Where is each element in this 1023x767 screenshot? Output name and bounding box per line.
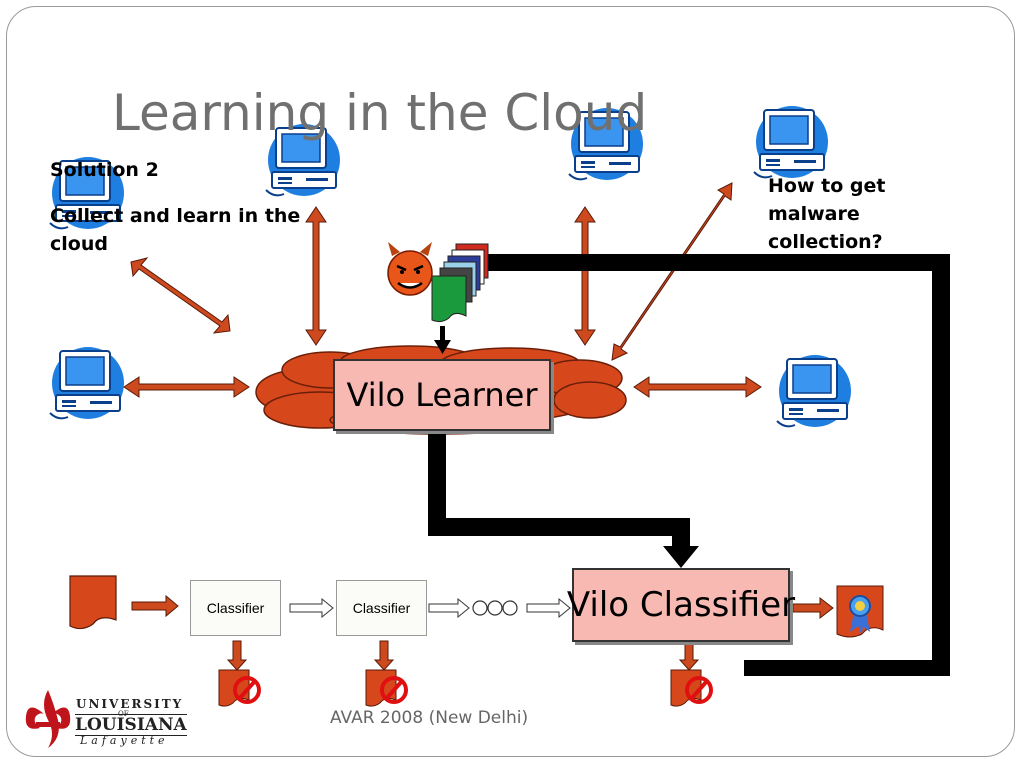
chain-arrows: [131, 594, 834, 671]
computer-icon: [776, 354, 852, 428]
document-stack-icon: [431, 243, 489, 323]
logo-louisiana: LOUISIANA: [75, 714, 187, 736]
logo-university: UNIVERSITY: [76, 697, 184, 711]
classifier-box-1: Classifier: [190, 580, 281, 636]
computer-icon: [49, 346, 125, 420]
bidirectional-arrows: [123, 182, 762, 398]
solution-heading: Solution 2: [50, 159, 159, 181]
slide-title: Learning in the Cloud: [112, 84, 648, 142]
pipe-lines: [428, 254, 950, 676]
classifier-box-2: Classifier: [336, 580, 427, 636]
computer-icon: [753, 105, 829, 179]
logo-lafayette: Lafayette: [80, 734, 169, 747]
footer-text: AVAR 2008 (New Delhi): [330, 708, 529, 728]
document-icon: [69, 575, 117, 630]
fleur-de-lis-icon: [25, 690, 71, 748]
vilo-classifier-box: Vilo Classifier: [567, 568, 795, 642]
devil-face-icon: [387, 242, 433, 296]
blocked-icon: [670, 669, 713, 707]
solution-note: Solution 2 Collect and learn in the clou…: [50, 156, 310, 258]
blocked-icon: [365, 669, 408, 707]
blocked-icon: [218, 669, 261, 707]
vilo-learner-box: Vilo Learner: [333, 359, 551, 431]
question-note: How to get malware collection?: [768, 175, 886, 253]
award-ribbon-icon: [836, 585, 884, 638]
solution-text: Collect and learn in the cloud: [50, 205, 301, 255]
